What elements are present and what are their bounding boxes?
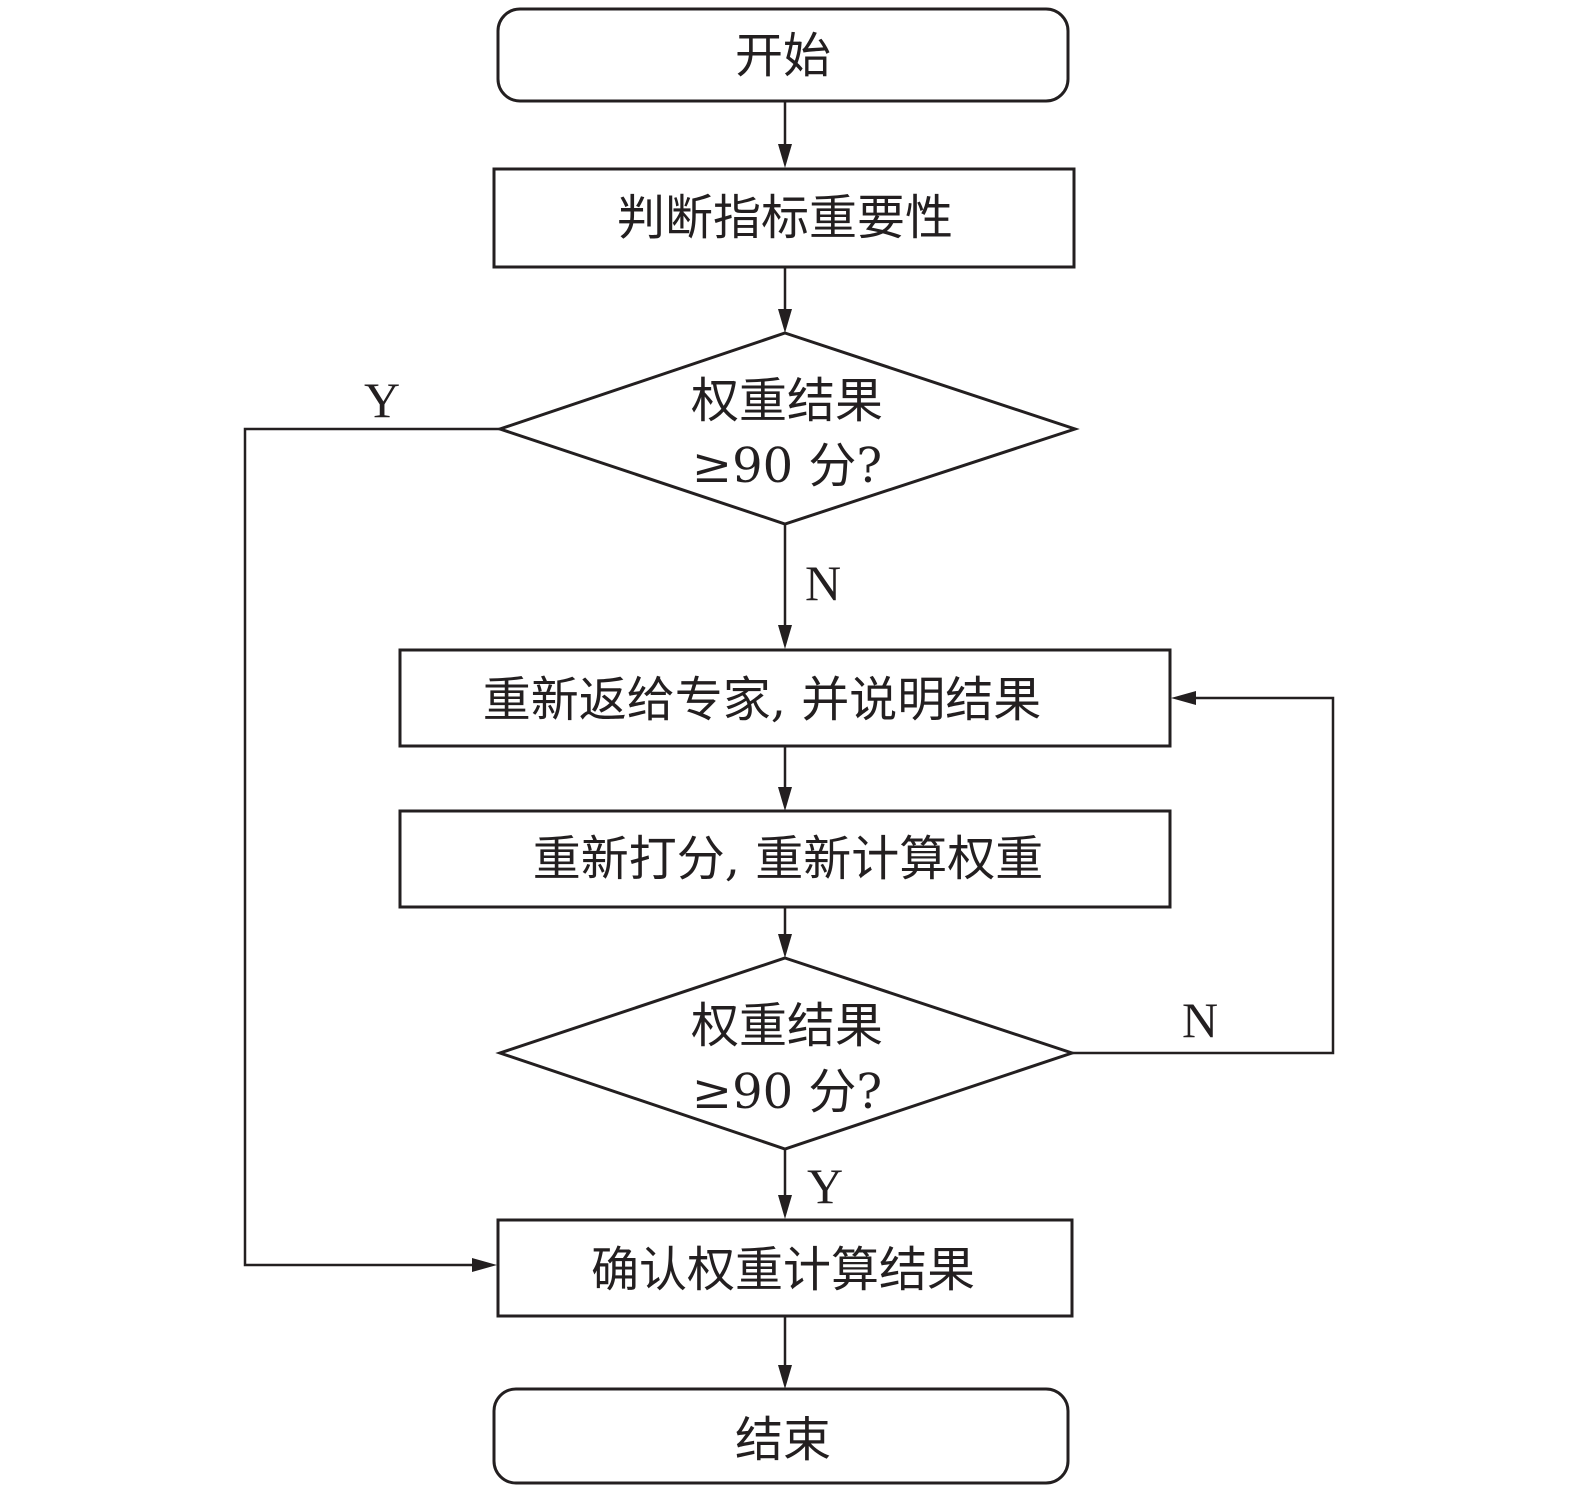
judge-importance-node: 判断指标重要性 xyxy=(492,167,1076,269)
arrowhead xyxy=(778,309,792,333)
decision2-node: 权重结果 ≥90 分? xyxy=(495,956,1077,1151)
decision1-node: 权重结果 ≥90 分? xyxy=(495,331,1080,526)
rescore-label: 重新打分, 重新计算权重 xyxy=(533,831,1044,887)
arrowhead xyxy=(778,787,792,811)
end-node: 结束 xyxy=(492,1387,1070,1485)
arrowhead xyxy=(778,1195,792,1219)
arrowhead xyxy=(1171,691,1196,705)
decision2-no-label: N xyxy=(1182,992,1218,1048)
confirm-shape xyxy=(496,1218,1074,1318)
confirm-node: 确认权重计算结果 xyxy=(496,1218,1074,1318)
end-label: 结束 xyxy=(735,1412,831,1468)
arrowhead xyxy=(778,144,792,168)
decision2-line1: 权重结果 xyxy=(691,998,883,1054)
decision2-yes-label: Y xyxy=(807,1158,843,1214)
start-shape xyxy=(496,7,1070,103)
decision1-line2: ≥90 分? xyxy=(692,438,882,494)
edge-decision1-yes-to-confirm xyxy=(243,427,500,1267)
end-shape xyxy=(492,1387,1070,1485)
edge-decision2-no-to-return xyxy=(1072,696,1335,1055)
decision1-line1: 权重结果 xyxy=(691,373,883,429)
arrowhead xyxy=(778,934,792,958)
arrowhead xyxy=(472,1258,497,1272)
start-label: 开始 xyxy=(735,28,831,84)
start-node: 开始 xyxy=(496,7,1070,103)
arrowhead xyxy=(778,625,792,649)
return-experts-label: 重新返给专家, 并说明结果 xyxy=(483,672,1042,728)
return-experts-node: 重新返给专家, 并说明结果 xyxy=(398,648,1172,748)
confirm-label: 确认权重计算结果 xyxy=(591,1242,975,1298)
judge-importance-shape xyxy=(492,167,1076,269)
judge-importance-label: 判断指标重要性 xyxy=(617,190,953,246)
rescore-node: 重新打分, 重新计算权重 xyxy=(398,809,1172,909)
decision2-line2: ≥90 分? xyxy=(692,1064,882,1120)
arrowhead xyxy=(778,1365,792,1389)
decision1-yes-label: Y xyxy=(364,372,400,428)
decision1-no-label: N xyxy=(805,555,841,611)
